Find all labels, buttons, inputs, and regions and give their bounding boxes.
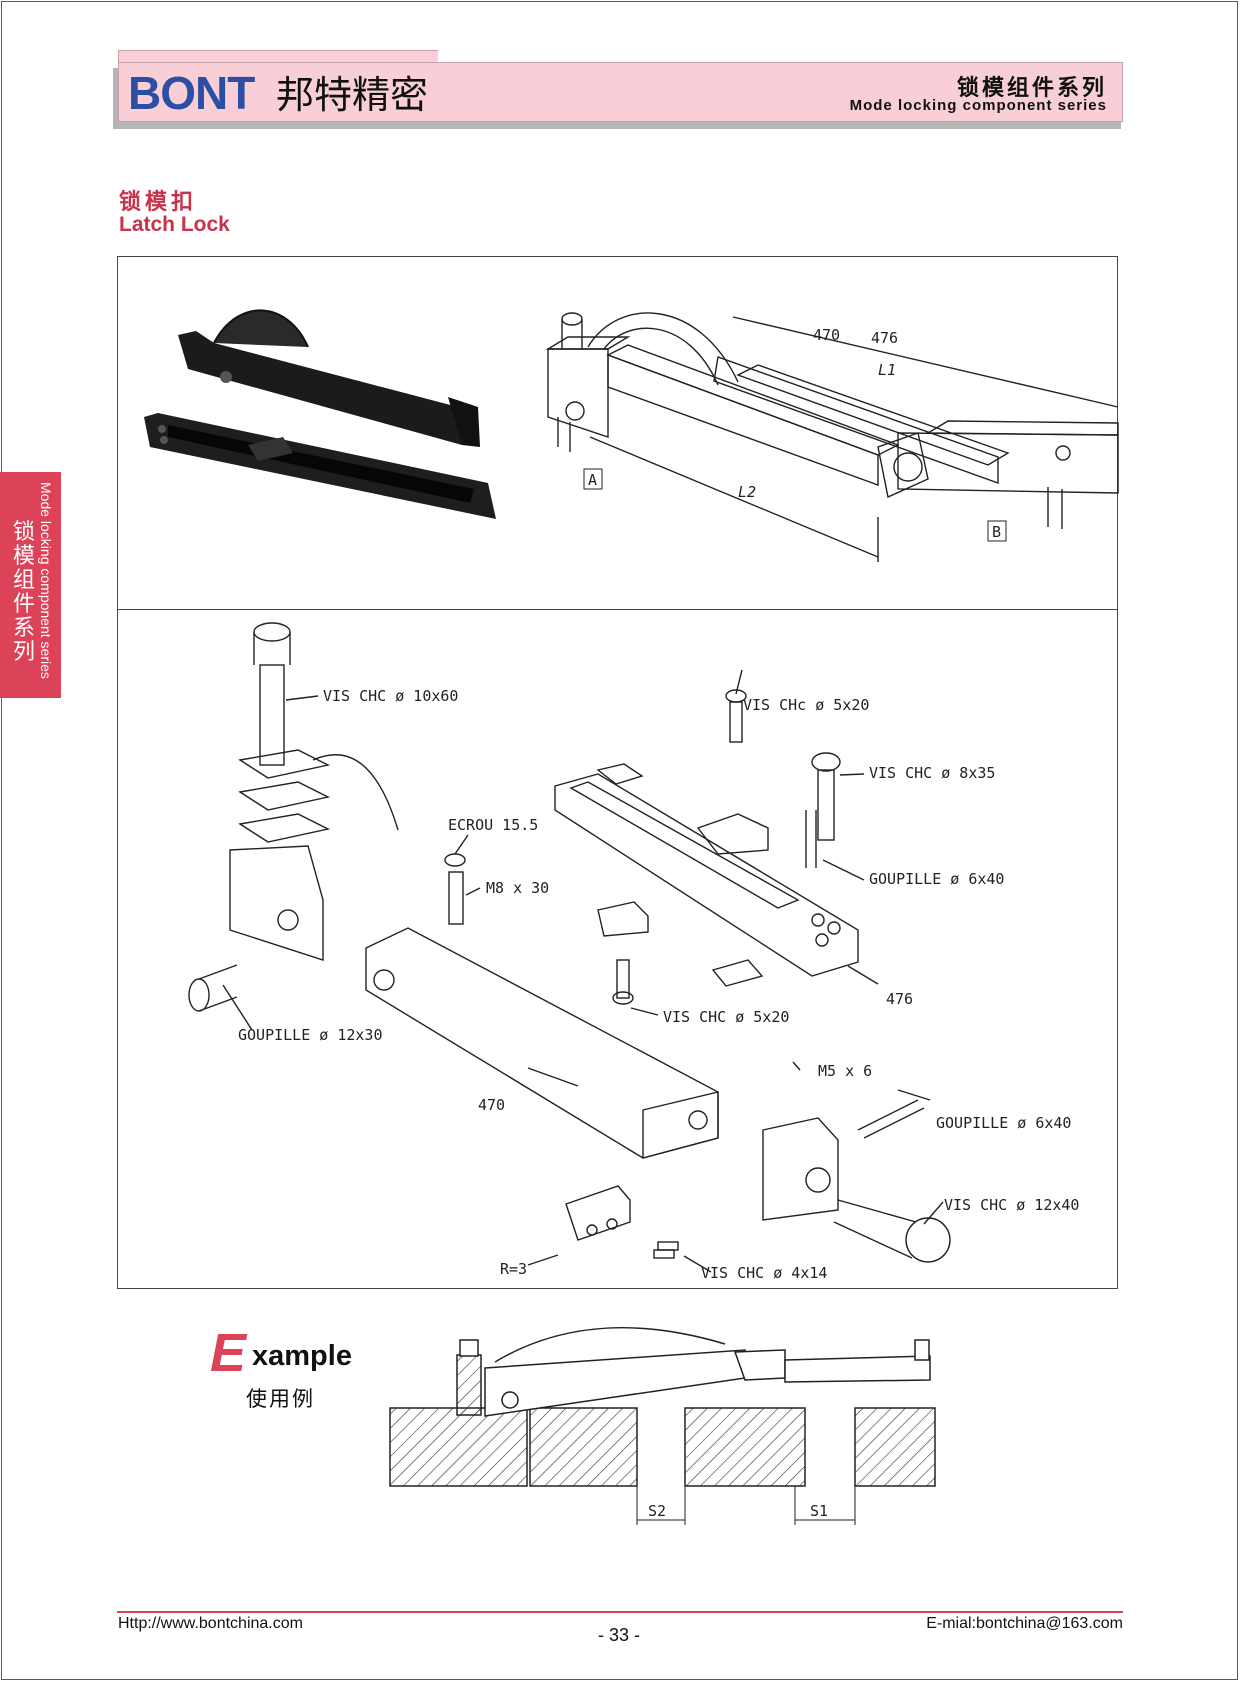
callout-goupille-6x40-top: GOUPILLE ø 6x40 bbox=[869, 870, 1004, 888]
assembly-drawing: 470 476 L1 L2 A B bbox=[144, 309, 1119, 562]
callout-vis-chc-12x40: VIS CHC ø 12x40 bbox=[944, 1196, 1079, 1214]
callout-476: 476 bbox=[886, 990, 913, 1008]
assembly-labels: 470 476 L1 L2 A B bbox=[583, 326, 1007, 542]
callout-vis-chc-4x14: VIS CHC ø 4x14 bbox=[701, 1264, 827, 1282]
example-drawing: S2 S1 bbox=[389, 1327, 936, 1525]
exploded-panel: VIS CHC ø 10x60 VIS CHc ø 5x20 VIS CHC ø… bbox=[117, 609, 1118, 1289]
footer-line bbox=[117, 1611, 1123, 1613]
example-cn: 使用例 bbox=[246, 1388, 315, 1411]
logo: BONT bbox=[128, 67, 255, 119]
label-470: 470 bbox=[813, 326, 840, 344]
header-banner bbox=[118, 62, 1123, 122]
callout-goupille-6x40-bottom: GOUPILLE ø 6x40 bbox=[936, 1114, 1071, 1132]
section-title-en: Latch Lock bbox=[119, 213, 230, 236]
callout-m5x6: M5 x 6 bbox=[818, 1062, 872, 1080]
callout-m8x30: M8 x 30 bbox=[486, 879, 549, 897]
callout-470: 470 bbox=[478, 1096, 505, 1114]
example-plates bbox=[389, 1327, 936, 1487]
assembly-panel: 470 476 L1 L2 A B bbox=[117, 256, 1119, 610]
callout-vis-chc-10x60: VIS CHC ø 10x60 bbox=[323, 687, 458, 705]
callout-goupille-12x30: GOUPILLE ø 12x30 bbox=[238, 1026, 383, 1044]
callout-vis-chc-5x20-top: VIS CHc ø 5x20 bbox=[743, 696, 869, 714]
callout-r3: R=3 bbox=[500, 1260, 527, 1278]
dim-s1: S1 bbox=[810, 1502, 828, 1520]
label-476: 476 bbox=[871, 329, 898, 347]
dim-s2: S2 bbox=[648, 1502, 666, 1520]
series-title-cn: 锁模组件系列 bbox=[956, 75, 1107, 100]
assembly-line-drawing bbox=[545, 312, 1119, 562]
page-number: - 33 - bbox=[598, 1625, 641, 1645]
label-a: A bbox=[588, 471, 597, 489]
footer-website[interactable]: Http://www.bontchina.com bbox=[118, 1615, 303, 1632]
logo-cn: 邦特精密 bbox=[276, 73, 429, 117]
example-e: E bbox=[210, 1323, 247, 1383]
side-tab-en: Mode locking component series bbox=[38, 482, 54, 679]
exploded-drawing: VIS CHC ø 10x60 VIS CHc ø 5x20 VIS CHC ø… bbox=[188, 622, 1079, 1282]
footer-email[interactable]: E-mial:bontchina@163.com bbox=[926, 1615, 1123, 1632]
exploded-parts bbox=[188, 622, 951, 1273]
example-word: xample bbox=[252, 1340, 352, 1372]
exploded-callouts: VIS CHC ø 10x60 VIS CHc ø 5x20 VIS CHC ø… bbox=[238, 687, 1079, 1282]
product-photo bbox=[144, 309, 496, 519]
example-dimensions bbox=[636, 1486, 856, 1525]
section-title-cn: 锁模扣 bbox=[119, 189, 198, 214]
side-tab bbox=[0, 472, 61, 698]
callout-vis-chc-8x35: VIS CHC ø 8x35 bbox=[869, 764, 995, 782]
label-l2: L2 bbox=[738, 483, 756, 501]
callout-ecrou-15-5: ECROU 15.5 bbox=[448, 816, 538, 834]
label-l1: L1 bbox=[878, 361, 896, 379]
side-tab-cn: 锁模组件系列 bbox=[12, 519, 35, 664]
series-title-en: Mode locking component series bbox=[849, 97, 1107, 114]
header-tab bbox=[118, 50, 438, 64]
label-b: B bbox=[992, 523, 1001, 541]
callout-vis-chc-5x20-mid: VIS CHC ø 5x20 bbox=[663, 1008, 789, 1026]
